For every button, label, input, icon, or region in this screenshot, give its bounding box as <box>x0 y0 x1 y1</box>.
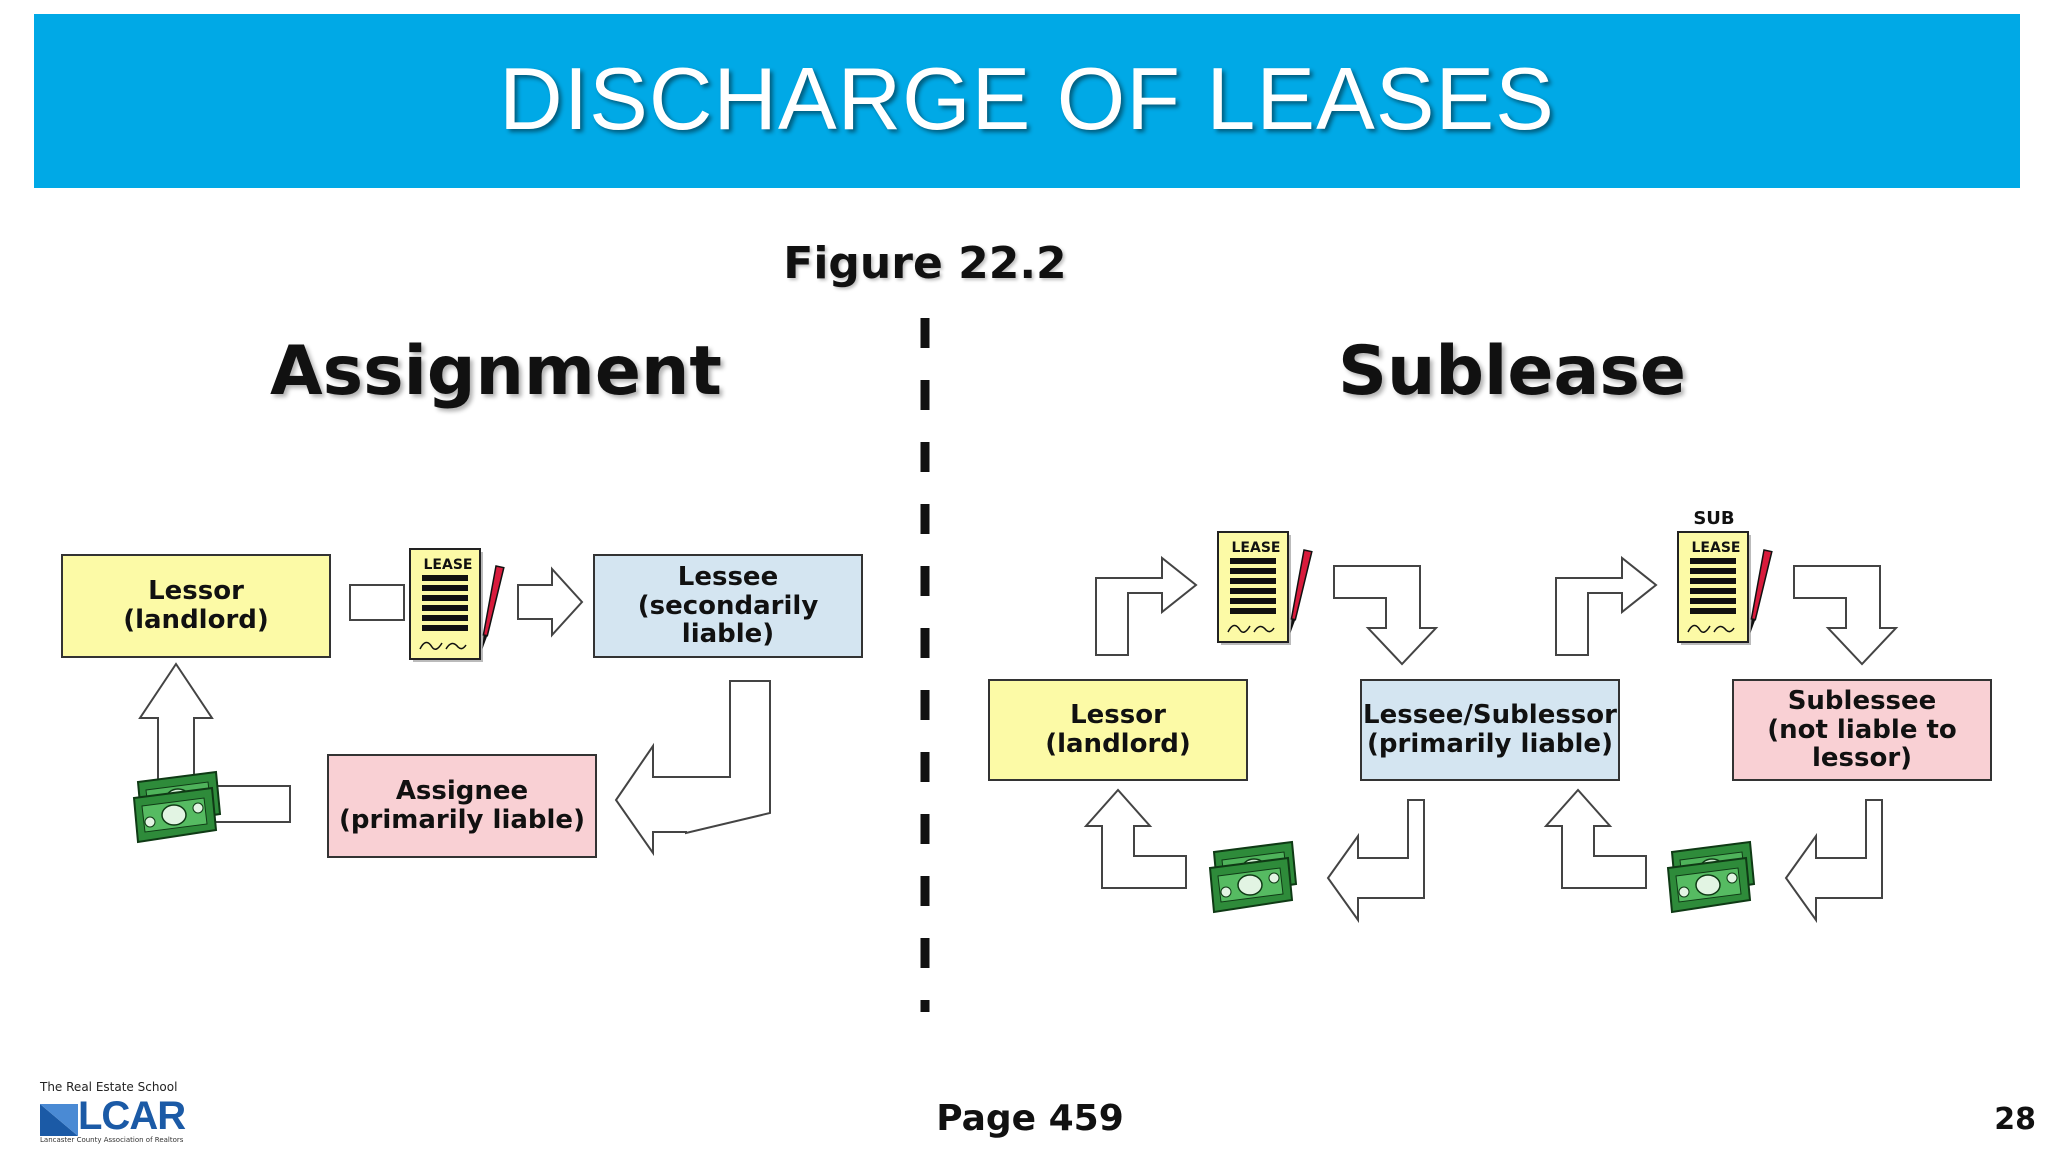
sub-money-icon-2 <box>1667 841 1755 913</box>
sub-lessor-title: Lessor <box>1070 700 1166 731</box>
sub-money-icon-1 <box>1209 841 1297 913</box>
assign-lessee-sub: (secondarily liable) <box>637 590 819 650</box>
figure-label: Figure 22.2 <box>783 238 1067 289</box>
logo-tagline: The Real Estate School <box>40 1080 178 1094</box>
assign-shaft-left <box>349 584 405 621</box>
sub-lease-doc <box>1217 531 1292 646</box>
sublease-doc <box>1677 531 1752 646</box>
sub-sublessee-sub: (not liable to lessor) <box>1767 714 1957 774</box>
assign-lessor-box: Lessor (landlord) <box>61 554 331 658</box>
slide-number: 28 <box>1994 1102 2036 1137</box>
assign-arrow-to-assignee <box>614 680 771 857</box>
sub-rent-arrow-from-sublessor <box>1326 799 1425 924</box>
logo-subtitle: Lancaster County Association of Realtors <box>40 1136 184 1144</box>
sub-sublessee-box: Sublessee (not liable to lessor) <box>1732 679 1992 781</box>
page-reference: Page 459 <box>936 1098 1124 1139</box>
slide-title: DISCHARGE OF LEASES <box>499 49 1555 148</box>
sub-lessee-sublessor-title: Lessee/Sublessor <box>1363 700 1617 731</box>
sub-rent-arrow-to-sublessor <box>1543 788 1647 889</box>
sub-arrow-down-to-lessee <box>1333 565 1439 666</box>
assign-lessee-title: Lessee <box>677 562 779 593</box>
lcar-logo: The Real Estate School LCAR Lancaster Co… <box>40 1080 200 1144</box>
assign-lease-label: LEASE <box>424 557 473 573</box>
sub-lessee-sublessor-box: Lessee/Sublessor (primarily liable) <box>1360 679 1620 781</box>
sublease-sub-label: SUB <box>1693 508 1734 529</box>
assignment-heading: Assignment <box>270 332 722 411</box>
sub-sublessee-title: Sublessee <box>1787 686 1937 717</box>
sub-arrow-down-to-sublessee <box>1793 565 1899 666</box>
title-banner: DISCHARGE OF LEASES <box>34 14 2020 188</box>
logo-name: LCAR <box>78 1094 186 1138</box>
assign-lessor-title: Lessor <box>148 576 244 607</box>
logo-roof-icon <box>40 1104 78 1136</box>
sub-lessor-sub: (landlord) <box>1045 729 1191 759</box>
sub-lessor-box: Lessor (landlord) <box>988 679 1248 781</box>
sub-rent-arrow-from-sublessee <box>1784 799 1883 924</box>
assign-assignee-box: Assignee (primarily liable) <box>327 754 597 858</box>
assign-lease-doc <box>409 548 484 663</box>
assign-money-icon <box>133 771 221 843</box>
assign-assignee-sub: (primarily liable) <box>339 805 585 835</box>
assign-assignee-title: Assignee <box>395 776 529 807</box>
sublease-heading: Sublease <box>1338 332 1686 411</box>
sub-arrow-lessor-up <box>1095 555 1198 656</box>
assign-lessor-sub: (landlord) <box>123 605 269 635</box>
sublease-lease-label: LEASE <box>1692 540 1741 556</box>
sub-lease-label: LEASE <box>1232 540 1281 556</box>
sub-rent-arrow-to-lessor <box>1083 788 1187 889</box>
assign-arrow-to-lessee <box>517 566 584 638</box>
sub-arrow-sublessor-up <box>1555 555 1658 656</box>
sub-lessee-sublessor-sub: (primarily liable) <box>1367 729 1613 759</box>
assign-lessee-box: Lessee (secondarily liable) <box>593 554 863 658</box>
